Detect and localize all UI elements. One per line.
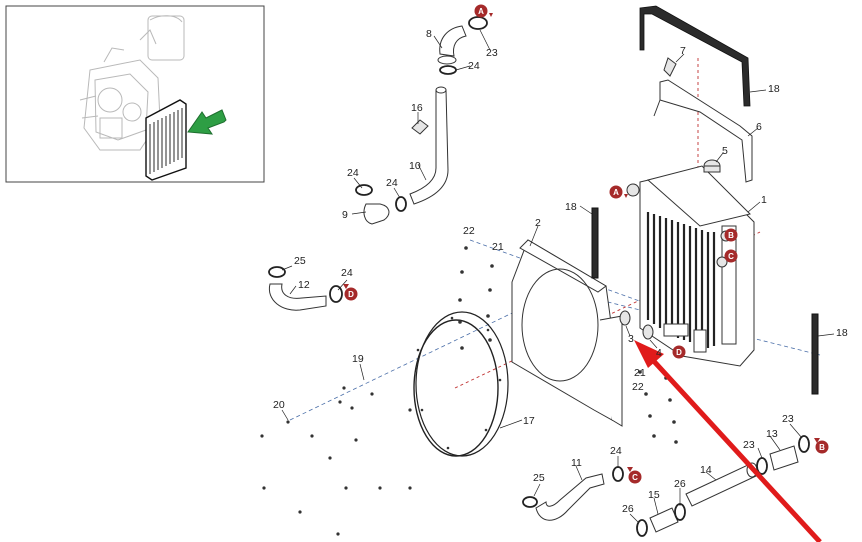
part-number: 10	[409, 160, 421, 172]
side-seal-strip-left	[591, 207, 599, 279]
drain-plug	[619, 310, 631, 326]
coolant-pipe-lower	[685, 462, 758, 507]
part-number: 3	[628, 333, 634, 345]
badge-letter: B	[819, 443, 825, 452]
short-hose-elbow	[363, 203, 390, 225]
part-number: 12	[298, 279, 310, 291]
coolant-pipe-upper	[409, 86, 449, 205]
upper-hose-elbow	[437, 25, 467, 65]
part-number: 19	[352, 353, 364, 365]
hose-clamp	[329, 285, 343, 303]
lower-hose-right	[535, 473, 605, 521]
part-number: 22	[463, 225, 475, 237]
badge-letter: A	[478, 7, 484, 16]
part-number: 24	[341, 267, 353, 279]
inset-pointer-arrow	[187, 109, 227, 135]
connection-badge-d: D	[343, 284, 358, 301]
part-number: 13	[766, 428, 778, 440]
radiator-core	[626, 165, 755, 367]
leader-lines	[281, 29, 835, 523]
part-number: 26	[622, 503, 634, 515]
part-number: 24	[347, 167, 359, 179]
lower-hose-left	[268, 283, 327, 311]
part-number: 4	[656, 347, 662, 359]
hose-clamp	[468, 16, 488, 30]
fan-ring	[413, 311, 509, 457]
badge-letter: C	[632, 473, 638, 482]
bolt-set-ring	[260, 386, 412, 536]
radiator-cap	[703, 159, 721, 173]
part-number: 17	[523, 415, 535, 427]
connection-badge-d: D	[672, 345, 686, 359]
connection-badge-c: C	[627, 467, 642, 484]
badge-letter: D	[348, 290, 354, 299]
drain-plug-2	[642, 324, 654, 340]
hose-clamp	[395, 196, 407, 212]
connection-badge-b: B	[724, 228, 738, 242]
connection-badge-a: A	[474, 4, 493, 18]
fan-shroud	[511, 239, 623, 427]
inset-overview	[5, 5, 265, 183]
bolt-set-left	[458, 246, 494, 350]
connection-badge-b: B	[814, 438, 829, 454]
hose-clamp	[674, 503, 686, 521]
inset-radiator-highlight	[145, 99, 187, 181]
side-seal-strip-right	[811, 313, 819, 395]
part-number: 14	[700, 464, 712, 476]
hose-clamp	[636, 519, 648, 537]
bolt-set-right	[638, 370, 678, 444]
part-number: 8	[426, 28, 432, 40]
part-number: 23	[782, 413, 794, 425]
part-number: 21	[492, 241, 504, 253]
part-number: 7	[680, 45, 686, 57]
part-number: 21	[634, 367, 646, 379]
callout-pointer-arrow	[634, 340, 822, 542]
part-number: 24	[610, 445, 622, 457]
radiator-frame	[653, 79, 753, 183]
part-number: 16	[411, 102, 423, 114]
hose-clamp	[522, 496, 538, 508]
part-number: 5	[722, 145, 728, 157]
connection-badge-a: A	[609, 185, 628, 199]
badge-letter: D	[676, 348, 682, 357]
part-number: 25	[533, 472, 545, 484]
badge-letter: C	[728, 252, 734, 261]
part-number: 24	[468, 60, 480, 72]
part-number: 1	[761, 194, 767, 206]
straight-hose-connector	[769, 445, 799, 471]
connection-badge-c: C	[724, 249, 738, 263]
part-number: 2	[535, 217, 541, 229]
part-number: 20	[273, 399, 285, 411]
hose-clamp	[439, 65, 457, 75]
hose-clamp	[355, 184, 373, 196]
part-number: 24	[386, 177, 398, 189]
top-seal-strip	[639, 5, 751, 107]
part-number: 26	[674, 478, 686, 490]
part-number: 18	[836, 327, 848, 339]
part-number: 18	[768, 83, 780, 95]
part-number: 22	[632, 381, 644, 393]
hose-clamp	[612, 466, 624, 482]
hose-clamp	[798, 435, 810, 453]
part-number: 18	[565, 201, 577, 213]
short-straight-hose	[649, 507, 679, 533]
temperature-sensor	[411, 119, 429, 135]
hose-clamp	[268, 266, 286, 278]
part-number-labels: 1 2 3 4 5 6 7 8 9 10 11 12 13 14 15 16 1…	[273, 28, 848, 515]
part-number: 15	[648, 489, 660, 501]
part-number: 6	[756, 121, 762, 133]
part-number: 9	[342, 209, 348, 221]
part-number: 23	[743, 439, 755, 451]
badge-letter: B	[728, 231, 734, 240]
bracket-clip	[663, 57, 677, 77]
badge-letter: A	[613, 188, 619, 197]
part-number: 11	[571, 457, 582, 469]
part-number: 25	[294, 255, 306, 267]
part-number: 23	[486, 47, 498, 59]
